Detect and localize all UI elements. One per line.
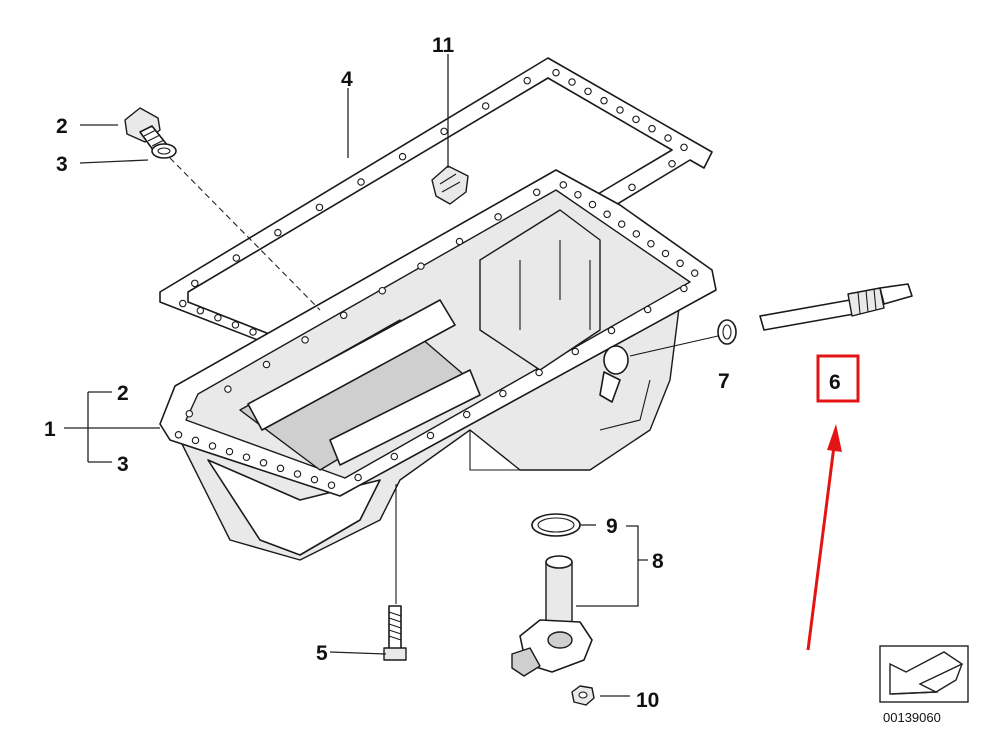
pan-flange-bolt-hole — [327, 481, 336, 489]
gasket-bolt-hole — [274, 228, 282, 237]
pan-flange-bolt-hole — [603, 210, 611, 219]
pan-flange-bolt-hole — [690, 269, 699, 277]
gasket-bolt-hole — [668, 160, 676, 168]
pan-flange-bolt-hole — [301, 336, 309, 344]
pan-flange-bolt-hole — [426, 431, 435, 440]
sensor-o-ring — [531, 513, 581, 537]
gasket-bolt-hole — [357, 178, 365, 186]
gasket-bolt-hole — [648, 124, 656, 133]
gasket-bolt-hole — [616, 106, 624, 114]
drain-plug-washer — [151, 143, 177, 159]
callout-5-bolt: 5 — [316, 642, 328, 665]
reference-icon — [879, 645, 969, 703]
gasket-bolt-hole — [196, 306, 205, 315]
pan-flange-bolt-hole — [293, 470, 302, 478]
pan-flange-bolt-hole — [354, 473, 362, 482]
pan-flange-bolt-hole — [647, 239, 655, 248]
pan-flange-bolt-hole — [676, 259, 684, 268]
pan-flange-bolt-hole — [661, 249, 670, 258]
gasket-bolt-hole — [179, 299, 187, 308]
highlight-arrow — [806, 424, 842, 651]
pan-flange-bolt-hole — [532, 188, 541, 197]
callout-1: 1 — [44, 418, 56, 441]
pan-flange-bolt-hole — [559, 181, 568, 189]
pan-flange-bolt-hole — [339, 311, 348, 320]
sensor-nut — [571, 685, 595, 706]
callout-7-seal: 7 — [718, 370, 730, 393]
gasket-bolt-hole — [191, 279, 199, 288]
gasket-bolt-hole — [249, 328, 257, 336]
pan-flange-bolt-hole — [607, 326, 616, 335]
leader-lines — [64, 54, 648, 697]
gasket-bolt-hole — [214, 314, 222, 322]
gasket-bolt-hole — [664, 134, 672, 142]
pan-flange-bolt-hole — [191, 436, 200, 445]
pan-flange-bolt-hole — [571, 347, 580, 356]
pan-flange-bolt-hole — [462, 410, 471, 419]
callout-4-gasket: 4 — [341, 68, 353, 91]
gasket-bolt-hole — [523, 76, 531, 85]
pan-flange-bolt-hole — [208, 442, 217, 450]
pan-flange-bolt-hole — [259, 459, 268, 467]
pan-flange-bolt-hole — [617, 220, 626, 228]
pan-flange-bolt-hole — [262, 360, 271, 369]
pan-flange-bolt-hole — [242, 453, 251, 461]
dipstick-seal-ring — [717, 319, 737, 345]
oil-pan-bolt — [383, 605, 407, 661]
pan-flange-bolt-hole — [680, 284, 688, 293]
pan-flange-bolt-hole — [225, 447, 234, 456]
pan-flange-bolt-hole — [390, 452, 399, 461]
callout-2-bracket: 2 — [117, 382, 129, 405]
gasket-bolt-hole — [568, 78, 576, 86]
callout-8-sensor: 8 — [652, 550, 664, 573]
oil-level-sensor — [511, 555, 593, 677]
gasket-bolt-hole — [628, 183, 636, 192]
pan-flange-bolt-hole — [417, 262, 425, 270]
callout-3-bracket: 3 — [117, 453, 129, 476]
callout-2-drain-plug: 2 — [56, 115, 68, 138]
gasket-bolt-hole — [600, 96, 608, 105]
gasket-bolt-hole — [398, 152, 407, 161]
drain-plug-axis-line — [169, 157, 321, 311]
oil-pump-clip — [431, 165, 469, 205]
pan-flange-bolt-hole — [455, 237, 464, 246]
gasket-bolt-hole — [680, 143, 688, 152]
dipstick-guide-tube — [759, 283, 913, 331]
pan-flange-bolt-hole — [588, 200, 597, 209]
callout-11-clip: 11 — [432, 34, 455, 57]
pan-flange-bolt-hole — [632, 230, 641, 238]
pan-flange-bolt-hole — [185, 409, 194, 418]
gasket-bolt-hole — [632, 115, 640, 124]
gasket-bolt-hole — [440, 127, 448, 136]
pan-flange-bolt-hole — [643, 305, 652, 314]
pan-flange-bolt-hole — [174, 431, 183, 439]
pan-flange-bolt-hole — [276, 464, 285, 473]
pan-flange-bolt-hole — [574, 190, 582, 199]
pan-flange-bolt-hole — [310, 475, 319, 484]
pan-flange-bolt-hole — [499, 389, 507, 398]
oil-pan — [159, 169, 717, 561]
callout-10-nut: 10 — [636, 689, 659, 712]
gasket-bolt-hole — [232, 254, 241, 262]
pan-flange-bolt-hole — [378, 286, 387, 295]
reference-number: 00139060 — [883, 710, 941, 725]
gasket-bolt-hole — [552, 68, 560, 77]
gasket-bolt-hole — [231, 321, 240, 329]
pan-flange-bolt-hole — [494, 213, 502, 221]
seal-ring-axis-line — [629, 335, 719, 357]
callout-3-washer: 3 — [56, 153, 68, 176]
pan-flange-bolt-hole — [224, 385, 232, 393]
gasket-bolt-hole — [584, 87, 592, 96]
highlight-box-part-6 — [816, 354, 860, 403]
callout-9-o-ring: 9 — [606, 515, 618, 538]
callout-6-tube: 6 — [829, 371, 841, 394]
pan-flange-bolt-hole — [535, 368, 543, 377]
gasket-bolt-hole — [481, 102, 490, 110]
gasket-bolt-hole — [315, 203, 324, 212]
